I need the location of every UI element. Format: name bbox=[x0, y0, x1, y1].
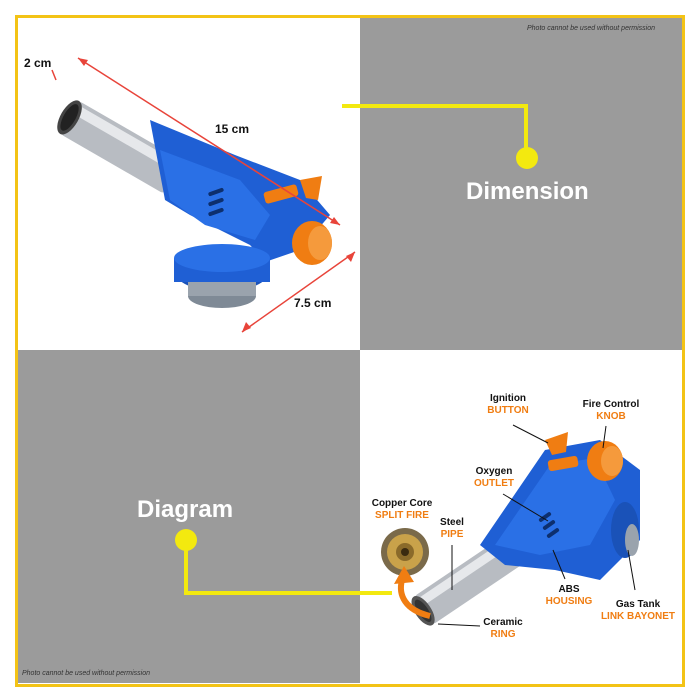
permission-notice-top: Photo cannot be used without permission bbox=[527, 25, 656, 32]
part-name-steel: Steel bbox=[440, 517, 464, 528]
part-name-copper-core: Copper Core bbox=[371, 498, 433, 509]
diagram-title-panel bbox=[18, 350, 360, 683]
part-type-button: BUTTON bbox=[487, 405, 529, 416]
part-name-ignition: Ignition bbox=[489, 393, 527, 404]
part-name-oxygen: Oxygen bbox=[475, 466, 513, 477]
part-name-ceramic: Ceramic bbox=[483, 617, 523, 628]
part-label-fire-control: Fire Control KNOB bbox=[575, 399, 647, 423]
part-label-gas-tank: Gas Tank LINK BAYONET bbox=[598, 599, 678, 623]
diagram-title: Diagram bbox=[137, 496, 234, 523]
height-dimension-label: 7.5 cm bbox=[294, 296, 332, 310]
part-name-gas-tank: Gas Tank bbox=[615, 599, 661, 610]
part-label-oxygen: Oxygen OUTLET bbox=[465, 466, 523, 490]
part-label-abs: ABS HOUSING bbox=[540, 584, 598, 608]
part-label-ignition: Ignition BUTTON bbox=[478, 393, 538, 417]
part-label-ceramic: Ceramic RING bbox=[478, 617, 528, 641]
diagram-connector-line bbox=[184, 540, 392, 595]
part-type-outlet: OUTLET bbox=[474, 478, 514, 489]
dimension-connector-dot bbox=[516, 147, 538, 169]
permission-notice-bottom: Photo cannot be used without permission bbox=[22, 670, 151, 677]
diagram-connector-dot bbox=[175, 529, 197, 551]
part-type-pipe: PIPE bbox=[440, 529, 464, 540]
part-type-ring: RING bbox=[490, 629, 516, 640]
part-type-housing: HOUSING bbox=[545, 596, 593, 607]
part-name-fire-control: Fire Control bbox=[582, 399, 640, 410]
width-dimension-label: 2 cm bbox=[24, 56, 52, 70]
yellow-frame bbox=[15, 15, 685, 687]
dimension-title-panel bbox=[360, 18, 682, 350]
torch-diagram-illustration bbox=[381, 424, 640, 627]
part-type-link-bayonet: LINK BAYONET bbox=[600, 611, 676, 622]
part-type-knob: KNOB bbox=[596, 411, 626, 422]
torch-top-illustration bbox=[51, 57, 356, 333]
dimension-title: Dimension bbox=[466, 178, 589, 205]
length-dimension-label: 15 cm bbox=[215, 122, 250, 136]
part-label-copper-core: Copper Core SPLIT FIRE bbox=[364, 498, 440, 522]
dimension-connector-line bbox=[342, 104, 528, 157]
part-type-split-fire: SPLIT FIRE bbox=[375, 510, 429, 521]
part-label-steel: Steel PIPE bbox=[434, 517, 470, 541]
part-name-abs: ABS bbox=[558, 584, 580, 595]
